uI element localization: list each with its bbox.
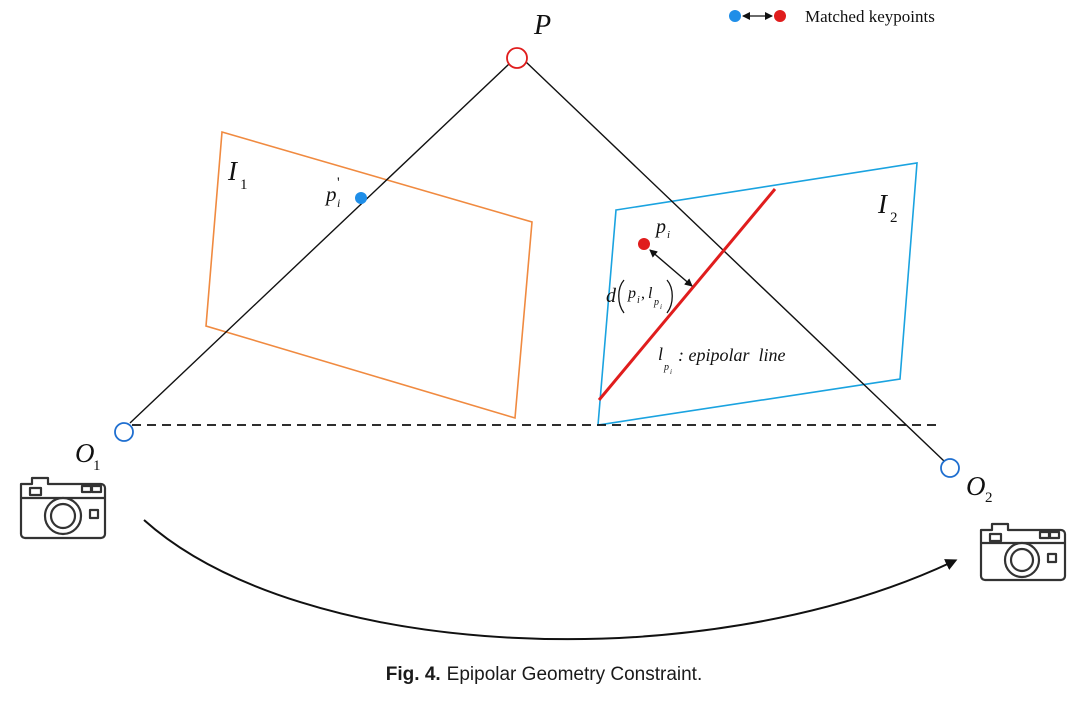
epipolar-line [597, 188, 777, 401]
label-p: P [533, 10, 551, 41]
label-o2: O [966, 471, 986, 501]
epi-l: l [658, 344, 663, 364]
distance-label: d p i , l p i [606, 279, 673, 314]
camera-icon [19, 476, 107, 540]
label-i2: I [877, 189, 889, 219]
label-p-prime: p [324, 182, 337, 206]
motion-arc [143, 519, 958, 641]
label-i1: I [227, 156, 239, 186]
distance-d: d [606, 285, 617, 307]
distance-p: p [627, 285, 636, 302]
caption-text: Epipolar Geometry Constraint. [446, 664, 703, 685]
label-p-prime-sub: i [337, 196, 340, 210]
label-p-i: p [654, 216, 666, 238]
label-p-prime-mark: ' [337, 175, 340, 191]
epi-l-sub: p [663, 362, 669, 373]
label-o1: O [75, 438, 95, 468]
distance-l-sub: p [653, 297, 659, 308]
label-o2-sub: 2 [985, 490, 993, 506]
figure-caption: Fig. 4.Epipolar Geometry Constraint. [0, 664, 1088, 686]
keypoint-p-prime [355, 192, 367, 204]
legend: Matched keypoints [729, 7, 935, 26]
caption-fig-label: Fig. 4. [385, 664, 441, 685]
label-p-i-sub: i [667, 229, 670, 241]
epi-l-subsub: i [670, 368, 672, 376]
camera-icon [979, 522, 1067, 582]
legend-label: Matched keypoints [805, 7, 935, 26]
distance-close-paren [666, 279, 673, 314]
distance-open-paren [618, 279, 625, 314]
distance-p-sub: i [637, 295, 640, 306]
legend-red-dot [774, 10, 786, 22]
ray-p-o2 [525, 61, 945, 462]
label-i2-sub: 2 [890, 210, 898, 226]
origin-o1 [114, 422, 134, 442]
epi-text: : epipolar line [678, 345, 785, 365]
label-i1-sub: 1 [240, 177, 248, 193]
point-p [506, 47, 528, 69]
image-plane-1 [205, 130, 533, 420]
keypoint-p [638, 238, 650, 250]
distance-arrow [649, 249, 693, 287]
distance-l-subsub: i [660, 303, 662, 311]
origin-o2 [940, 458, 960, 478]
epipolar-label: l p i : epipolar line [658, 344, 785, 376]
distance-comma: , [641, 285, 645, 302]
label-o1-sub: 1 [93, 458, 101, 474]
legend-blue-dot [729, 10, 741, 22]
distance-l: l [648, 285, 653, 302]
ray-o1-p [129, 63, 510, 424]
image-plane-2 [597, 162, 918, 426]
